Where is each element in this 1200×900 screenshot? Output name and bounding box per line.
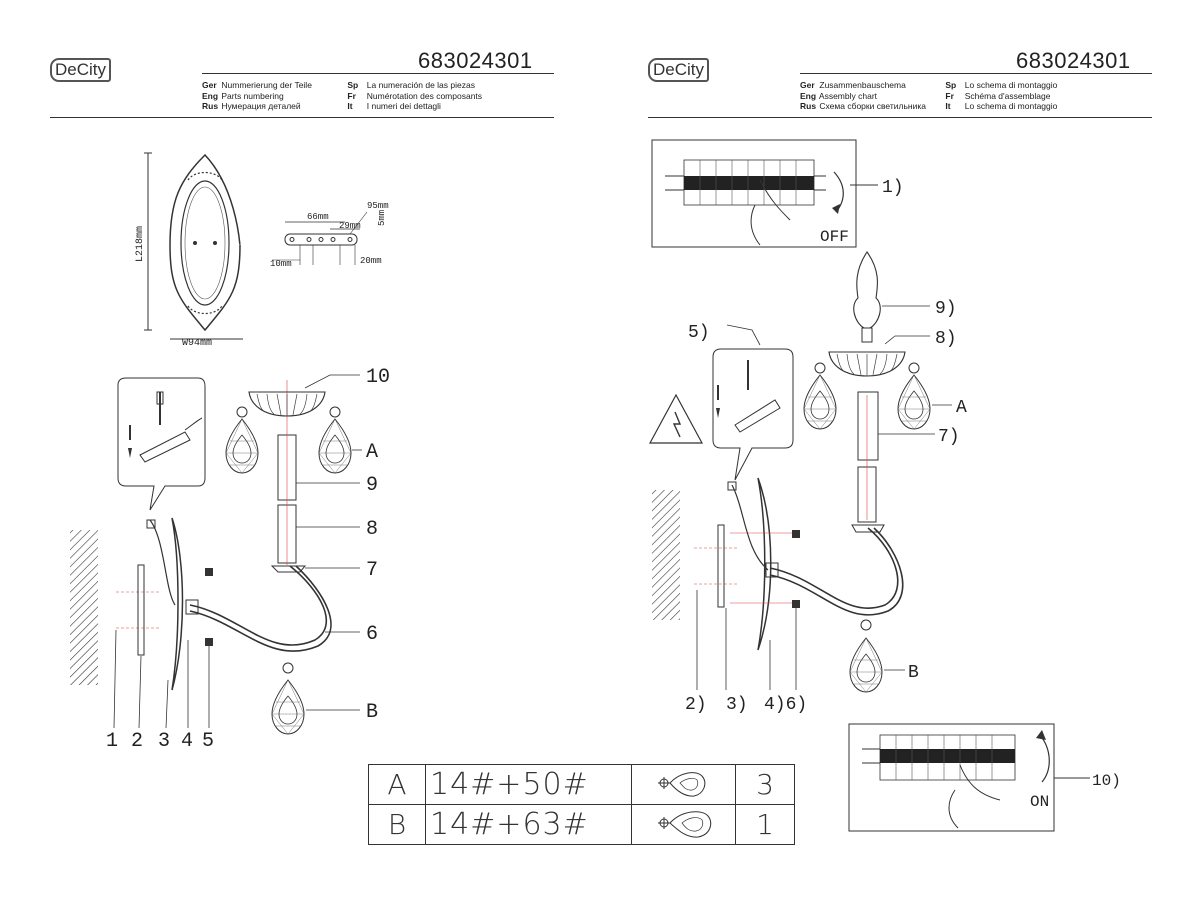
electric-warning-icon [648,393,704,444]
label-b: B [366,701,378,724]
step-1-label: 1) [882,178,904,198]
part-b-label: B [908,663,919,683]
lang-fr-right: Fr Schéma d'assemblage [945,90,1051,101]
lang-sp-right: Sp Lo schema di montaggio [945,80,1058,90]
table-row: B 14#+63# 1 [368,804,795,845]
number-4: 4 [181,730,193,753]
dim-66: 66mm [307,212,329,222]
lang-rus-right: Rus Схема сборки светильника [800,101,926,111]
lang-ger-right: Ger Zusammenbauschema [800,80,906,90]
mounting-bar-dimension-drawing: 66mm 29mm 95mm 5mm 10mm 20mm [270,201,389,269]
step-7-label: 7) [938,427,960,447]
row-b-spec: 14#+63# [425,804,632,845]
product-code-left: 683024301 [418,48,533,73]
step-8-label: 8) [935,329,957,349]
lang-eng-right: Eng Assembly chart [800,90,878,101]
step-3-label: 3) [726,695,748,715]
step-9-label: 9) [935,299,957,319]
label-6: 6 [366,623,378,646]
lang-it-left: It I numeri dei dettagli [347,101,441,111]
step-10-label: 10) [1092,772,1121,790]
table-row: A 14#+50# 3 [368,764,795,805]
number-2: 2 [131,730,143,753]
row-a-spec: 14#+50# [425,764,632,805]
step-2-label: 2) [685,695,707,715]
label-7: 7 [366,559,378,582]
on-label: ON [1030,793,1049,811]
parts-exploded-view: 10 A 9 8 7 6 B 1 2 3 4 5 [70,366,390,753]
number-5: 5 [202,730,214,753]
header-bottom-rule-left [50,117,554,118]
header-rule-left [202,73,554,74]
row-a-label: A [368,764,426,805]
label-10: 10 [366,366,390,389]
label-9: 9 [366,474,378,497]
lang-it-right: It Lo schema di montaggio [945,101,1058,111]
width-dimension: W94mm [182,338,212,349]
number-3: 3 [158,730,170,753]
header-bottom-rule-right [648,117,1152,118]
backplate-dimension-drawing: L218mm W94mm [135,152,243,349]
row-b-qty: 1 [735,804,795,845]
row-b-label: B [368,804,426,845]
part-a-label: A [956,398,967,418]
power-on-step: 10) ON [848,723,1121,832]
lang-fr-left: Fr Numérotation des composants [347,90,483,101]
lang-ger-left: Ger Nummerierung der Teile [202,80,312,90]
label-8: 8 [366,518,378,541]
header-rule-right [800,73,1152,74]
wall-hatch [70,530,98,685]
lang-rus-left: Rus Нумерация деталей [202,101,301,111]
dim-10: 10mm [270,259,292,269]
step-4-6-label: 4)6) [764,695,807,715]
dim-5: 5mm [377,210,387,226]
dim-20: 20mm [360,256,382,266]
power-off-step: 1) OFF [651,139,904,248]
logo-mark: DeCity [50,58,112,82]
language-list-left: Ger Nummerierung der Teile Eng Parts num… [202,80,490,112]
row-a-qty: 3 [735,764,795,805]
off-label: OFF [820,228,849,246]
row-a-crystal-icon [631,764,736,805]
dim-95: 95mm [367,201,389,211]
label-a: A [366,441,378,464]
decity-logo-left: DeCity [50,58,113,82]
number-1: 1 [106,730,118,753]
dim-29: 29mm [339,221,361,231]
language-list-right: Ger Zusammenbauschema Eng Assembly chart… [800,80,1088,112]
crystal-parts-table: A 14#+50# 3 B 14#+63# 1 [368,764,795,845]
lang-sp-left: Sp La numeración de las piezas [347,80,475,90]
lang-eng-left: Eng Parts numbering [202,90,284,101]
product-code-right: 683024301 [1016,48,1131,73]
assembly-view: 5) [648,251,967,715]
height-dimension: L218mm [135,226,146,262]
step-5-label: 5) [688,323,710,343]
logo-mark: DeCity [648,58,710,82]
row-b-crystal-icon [631,804,736,845]
decity-logo-right: DeCity [648,58,711,82]
